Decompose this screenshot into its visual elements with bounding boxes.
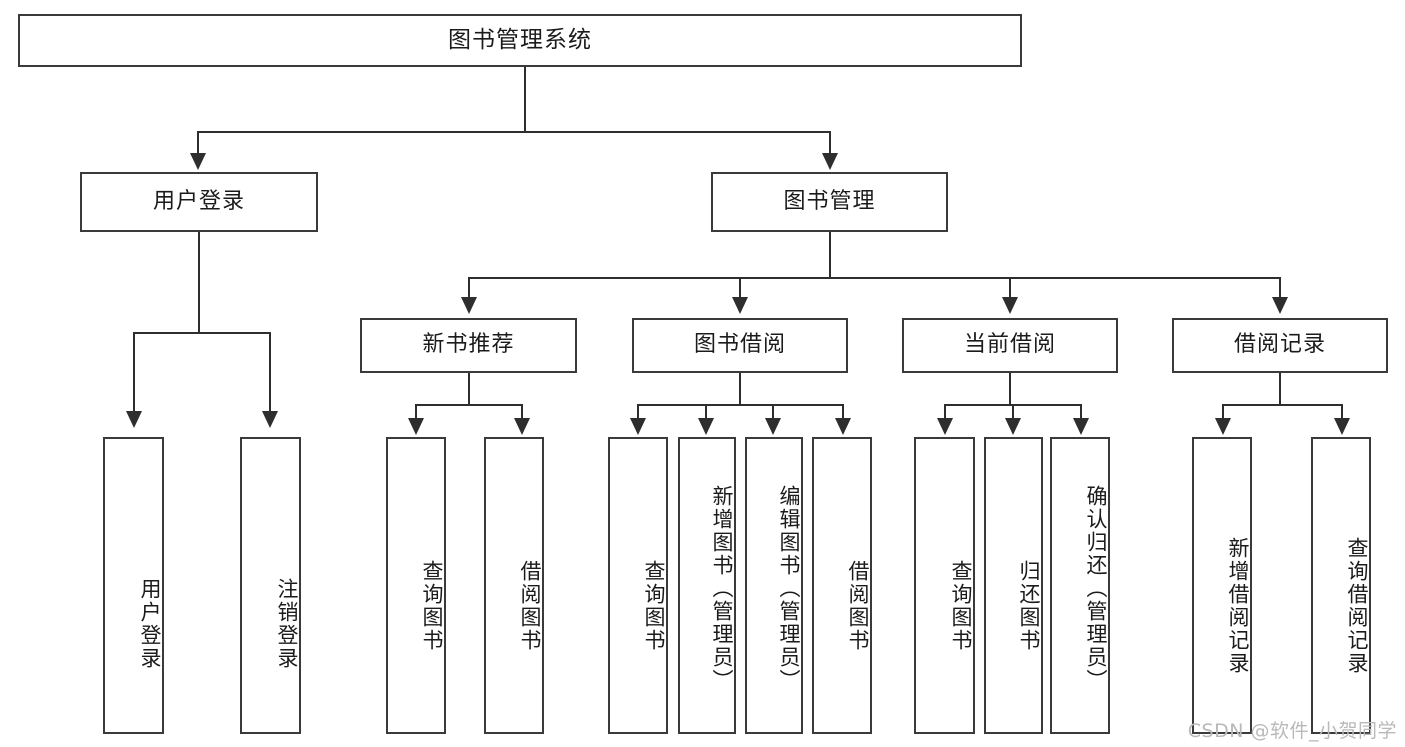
connector-book-borrow-to-leaf-1: [637, 404, 639, 420]
arrow-current-borrow-to-leaf-1: [937, 418, 953, 435]
connector-user-login-stem: [198, 232, 200, 333]
connector-book-mgmt-to-current-borrow: [1009, 277, 1011, 299]
arrow-borrow-record-to-leaf-2: [1334, 418, 1350, 435]
node-book-borrow[interactable]: 图书借阅: [632, 318, 848, 373]
leaf-current-borrow-confirm-return-admin[interactable]: 确认归还（管理员）: [1050, 437, 1110, 734]
arrow-book-mgmt-to-book-borrow: [732, 297, 748, 314]
leaf-user-login-login[interactable]: 用户登录: [103, 437, 164, 734]
leaf-new-book-borrow-book[interactable]: 借阅图书: [484, 437, 544, 734]
arrow-user-login-to-leaf-1: [126, 411, 142, 428]
connector-root-stem: [524, 67, 526, 132]
arrow-book-mgmt-to-borrow-record: [1272, 297, 1288, 314]
connector-book-mgmt-stem: [829, 232, 831, 278]
leaf-book-borrow-edit-book-admin[interactable]: 编辑图书（管理员）: [745, 437, 803, 734]
connector-new-book-to-leaf-2: [521, 404, 523, 420]
connector-current-borrow-stem: [1009, 373, 1011, 405]
arrow-book-borrow-to-leaf-3: [765, 418, 781, 435]
leaf-user-login-logout[interactable]: 注销登录: [240, 437, 301, 734]
arrow-new-book-to-leaf-2: [514, 418, 530, 435]
node-root-system[interactable]: 图书管理系统: [18, 14, 1022, 67]
watermark-text: CSDN @软件_小贺同学: [1187, 720, 1397, 742]
connector-new-book-bus: [415, 404, 521, 406]
connector-borrow-record-stem: [1279, 373, 1281, 405]
connector-new-book-stem: [468, 373, 470, 405]
connector-book-borrow-stem: [739, 373, 741, 405]
arrow-borrow-record-to-leaf-1: [1215, 418, 1231, 435]
leaf-current-borrow-query-book[interactable]: 查询图书: [914, 437, 975, 734]
leaf-book-borrow-query-book[interactable]: 查询图书: [608, 437, 668, 734]
leaf-new-book-query-book[interactable]: 查询图书: [386, 437, 446, 734]
connector-book-borrow-bus: [637, 404, 842, 406]
connector-root-bus: [197, 131, 829, 133]
connector-new-book-to-leaf-1: [415, 404, 417, 420]
arrow-book-borrow-to-leaf-1: [630, 418, 646, 435]
arrow-root-to-user-login: [190, 153, 206, 170]
connector-book-borrow-to-leaf-4: [842, 404, 844, 420]
arrow-book-borrow-to-leaf-4: [835, 418, 851, 435]
connector-book-mgmt-to-borrow-record: [1279, 277, 1281, 299]
node-book-management[interactable]: 图书管理: [711, 172, 948, 232]
connector-current-borrow-to-leaf-1: [944, 404, 946, 420]
arrow-root-to-book-mgmt: [822, 153, 838, 170]
node-current-borrow[interactable]: 当前借阅: [902, 318, 1118, 373]
arrow-new-book-to-leaf-1: [408, 418, 424, 435]
connector-user-login-to-leaf-1: [133, 332, 135, 413]
connector-book-mgmt-to-new-book: [468, 277, 470, 299]
arrow-book-mgmt-to-current-borrow: [1002, 297, 1018, 314]
leaf-book-borrow-add-book-admin[interactable]: 新增图书（管理员）: [678, 437, 736, 734]
leaf-current-borrow-return-book[interactable]: 归还图书: [984, 437, 1043, 734]
connector-current-borrow-to-leaf-3: [1080, 404, 1082, 420]
connector-book-borrow-to-leaf-3: [772, 404, 774, 420]
arrow-user-login-to-leaf-2: [262, 411, 278, 428]
connector-user-login-to-leaf-2: [269, 332, 271, 413]
leaf-book-borrow-borrow-book[interactable]: 借阅图书: [812, 437, 872, 734]
node-borrow-record[interactable]: 借阅记录: [1172, 318, 1388, 373]
connector-borrow-record-to-leaf-1: [1222, 404, 1224, 420]
connector-borrow-record-bus: [1222, 404, 1341, 406]
arrow-book-mgmt-to-new-book: [461, 297, 477, 314]
node-new-book-recommend[interactable]: 新书推荐: [360, 318, 577, 373]
connector-book-borrow-to-leaf-2: [705, 404, 707, 420]
leaf-borrow-record-add-record[interactable]: 新增借阅记录: [1192, 437, 1252, 734]
connector-book-mgmt-bus: [468, 277, 1279, 279]
arrow-current-borrow-to-leaf-3: [1073, 418, 1089, 435]
connector-root-to-book-mgmt: [829, 131, 831, 155]
connector-borrow-record-to-leaf-2: [1341, 404, 1343, 420]
connector-current-borrow-to-leaf-2: [1012, 404, 1014, 420]
arrow-book-borrow-to-leaf-2: [698, 418, 714, 435]
leaf-borrow-record-query-record[interactable]: 查询借阅记录: [1311, 437, 1371, 734]
connector-user-login-bus: [133, 332, 270, 334]
connector-book-mgmt-to-book-borrow: [739, 277, 741, 299]
arrow-current-borrow-to-leaf-2: [1005, 418, 1021, 435]
node-user-login[interactable]: 用户登录: [80, 172, 318, 232]
connector-root-to-user-login: [197, 131, 199, 155]
